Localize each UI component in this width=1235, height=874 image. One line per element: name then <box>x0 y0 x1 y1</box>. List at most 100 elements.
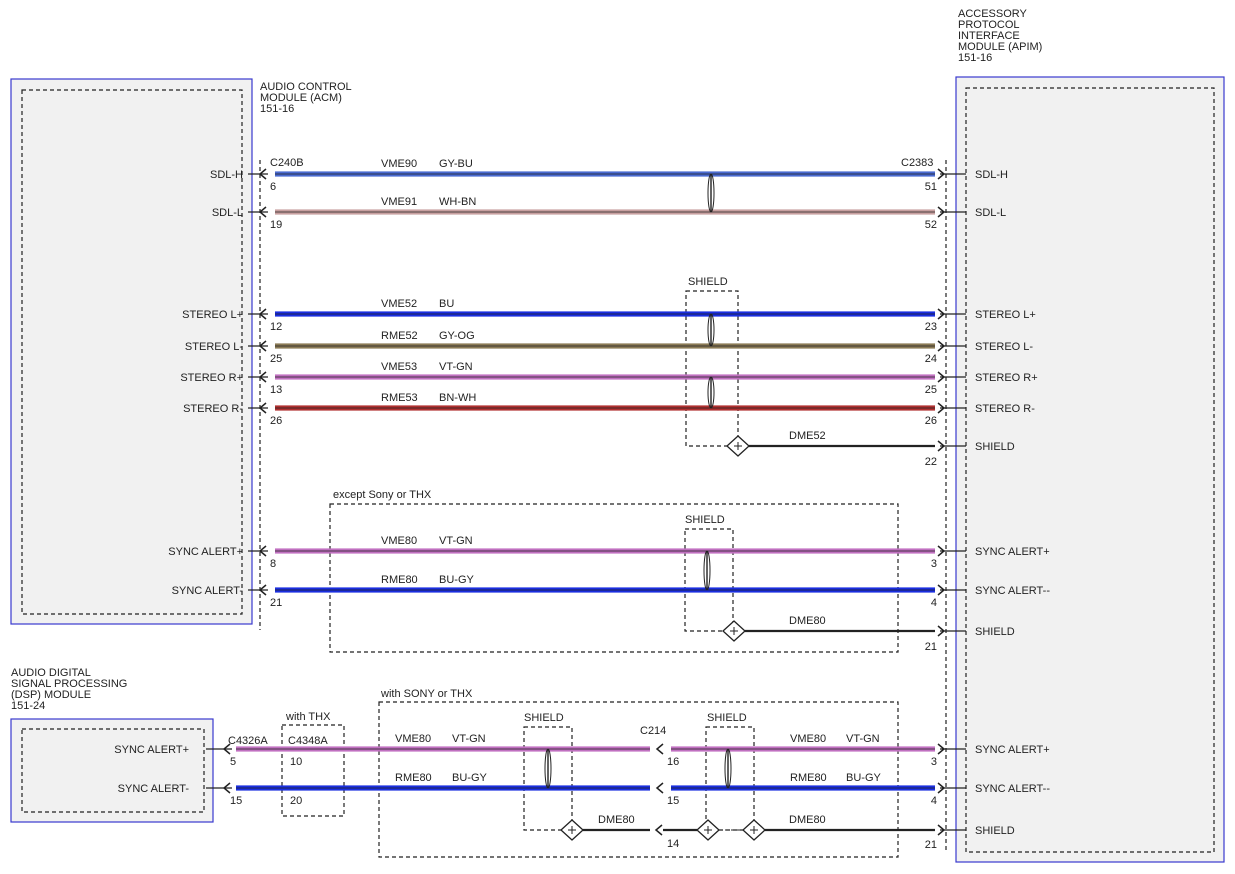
with-sony-group-box <box>378 701 899 858</box>
pin-number-right: 24 <box>925 353 937 365</box>
wire-color-label: VT-GN <box>439 535 473 547</box>
with-thx-connector-box <box>281 724 345 817</box>
pin-number-right: 21 <box>925 839 937 851</box>
connector-pin-arrow-right <box>937 782 946 794</box>
connector-c4348a: C4348A <box>288 735 328 747</box>
connector-pin-arrow-right <box>937 545 946 557</box>
shield-box-stereo <box>685 290 739 447</box>
wire-color-label: WH-BN <box>439 196 476 208</box>
circuit-label: VME91 <box>381 196 417 208</box>
connector-pin-arrow-right <box>937 440 946 452</box>
apim-pin-label: STEREO R- <box>975 403 1035 415</box>
dsp-pin-label: SYNC ALERT+ <box>114 744 189 756</box>
connector-c4326a: C4326A <box>228 735 268 747</box>
circuit-label: RME52 <box>381 330 418 342</box>
pin-number-c214: 16 <box>667 756 679 768</box>
circuit-label: VME53 <box>381 361 417 373</box>
pin-number-thx: 10 <box>290 756 302 768</box>
dsp-inner-boundary <box>21 728 205 813</box>
apim-pin-label: SHIELD <box>975 441 1015 453</box>
connector-pin-arrow-right <box>937 308 946 320</box>
pin-number-left: 25 <box>270 353 282 365</box>
shield-label-dsp: SHIELD <box>524 712 564 724</box>
dsp-module-box <box>10 718 214 823</box>
apim-module-box <box>955 76 1225 863</box>
pin-number-right: 4 <box>931 795 937 807</box>
pin-number-right: 4 <box>931 597 937 609</box>
circuit-label: VME80 <box>790 733 826 745</box>
twisted-pair-sync-loop <box>703 550 711 591</box>
acm-pin-label: STEREO R- <box>183 403 243 415</box>
except-sony-label: except Sony or THX <box>333 489 432 501</box>
acm-inner-boundary <box>21 89 243 615</box>
apim-pin-label: SDL-H <box>975 169 1008 181</box>
pin-number-right: 3 <box>931 756 937 768</box>
pin-number-left: 19 <box>270 219 282 231</box>
acm-pin-label: SDL-L <box>212 207 243 219</box>
acm-module-box <box>10 78 253 625</box>
connector-c240b: C240B <box>270 157 304 169</box>
circuit-label: VME90 <box>381 158 417 170</box>
apim-pin-label: STEREO L+ <box>975 309 1036 321</box>
wire-color-label: VT-GN <box>452 733 486 745</box>
shield-label-apim: SHIELD <box>707 712 747 724</box>
connector-pin-arrow-c214 <box>655 782 664 794</box>
connector-pin-arrow-right <box>937 824 946 836</box>
circuit-label: VME80 <box>381 535 417 547</box>
circuit-label: RME80 <box>395 772 432 784</box>
circuit-label: RME80 <box>790 772 827 784</box>
connector-pin-arrow-left <box>258 545 267 557</box>
with-thx-label: with THX <box>285 711 331 723</box>
shield-label-stereo: SHIELD <box>688 276 728 288</box>
shield-box-dsp <box>523 726 573 831</box>
twisted-pair-sdl-loop <box>707 173 715 213</box>
acm-pin-label: STEREO R+ <box>180 372 243 384</box>
acm-pin-label: SYNC ALERT+ <box>168 546 243 558</box>
connector-pin-arrow-right <box>937 168 946 180</box>
pin-number-right: 3 <box>931 558 937 570</box>
connector-pin-arrow-right <box>937 340 946 352</box>
pin-number-left: 12 <box>270 321 282 333</box>
dsp-title: AUDIO DIGITAL SIGNAL PROCESSING (DSP) MO… <box>11 667 130 712</box>
connector-c214: C214 <box>640 725 666 737</box>
pin-number-right: 26 <box>925 415 937 427</box>
apim-pin-label: SDL-L <box>975 207 1006 219</box>
connector-pin-arrow-right <box>937 743 946 755</box>
circuit-label: RME80 <box>381 574 418 586</box>
wire-color-label: BN-WH <box>439 392 476 404</box>
shield-box-apim <box>705 726 755 831</box>
connector-pin-arrow-left <box>258 371 267 383</box>
apim-pin-label: SHIELD <box>975 626 1015 638</box>
connector-pin-arrow-right <box>937 206 946 218</box>
connector-pin-arrow-left <box>258 308 267 320</box>
acm-pin-label: STEREO L- <box>185 341 243 353</box>
connector-pin-arrow-right <box>937 371 946 383</box>
twisted-pair-stereo-r-loop <box>707 376 715 409</box>
pin-number-right: 52 <box>925 219 937 231</box>
drain-circuit-label: DME52 <box>789 430 826 442</box>
shield-label-sync: SHIELD <box>685 514 725 526</box>
apim-pin-label: SYNC ALERT-- <box>975 585 1050 597</box>
apim-inner-boundary <box>965 87 1215 853</box>
pin-number-left: 13 <box>270 384 282 396</box>
dsp-pin-label: SYNC ALERT- <box>118 783 190 795</box>
pin-number-left: 6 <box>270 181 276 193</box>
pin-number-right: 21 <box>925 641 937 653</box>
apim-title: ACCESSORY PROTOCOL INTERFACE MODULE (API… <box>958 8 1045 64</box>
connector-pin-arrow-left <box>258 402 267 414</box>
drain-circuit-label: DME80 <box>789 814 826 826</box>
pin-number-dsp: 5 <box>230 756 236 768</box>
wire-color-label: VT-GN <box>439 361 473 373</box>
acm-pin-label: STEREO L+ <box>182 309 243 321</box>
connector-pin-arrow-right <box>937 402 946 414</box>
twisted-pair-stereo-l-loop <box>707 313 715 347</box>
pin-number-c214: 14 <box>667 838 679 850</box>
acm-pin-label: SYNC ALERT- <box>172 585 244 597</box>
wire-color-label: GY-BU <box>439 158 473 170</box>
twisted-pair-dsp-loop <box>544 748 552 789</box>
connector-pin-arrow-left <box>258 168 267 180</box>
pin-number-left: 26 <box>270 415 282 427</box>
circuit-label: VME52 <box>381 298 417 310</box>
wire-color-label: VT-GN <box>846 733 880 745</box>
